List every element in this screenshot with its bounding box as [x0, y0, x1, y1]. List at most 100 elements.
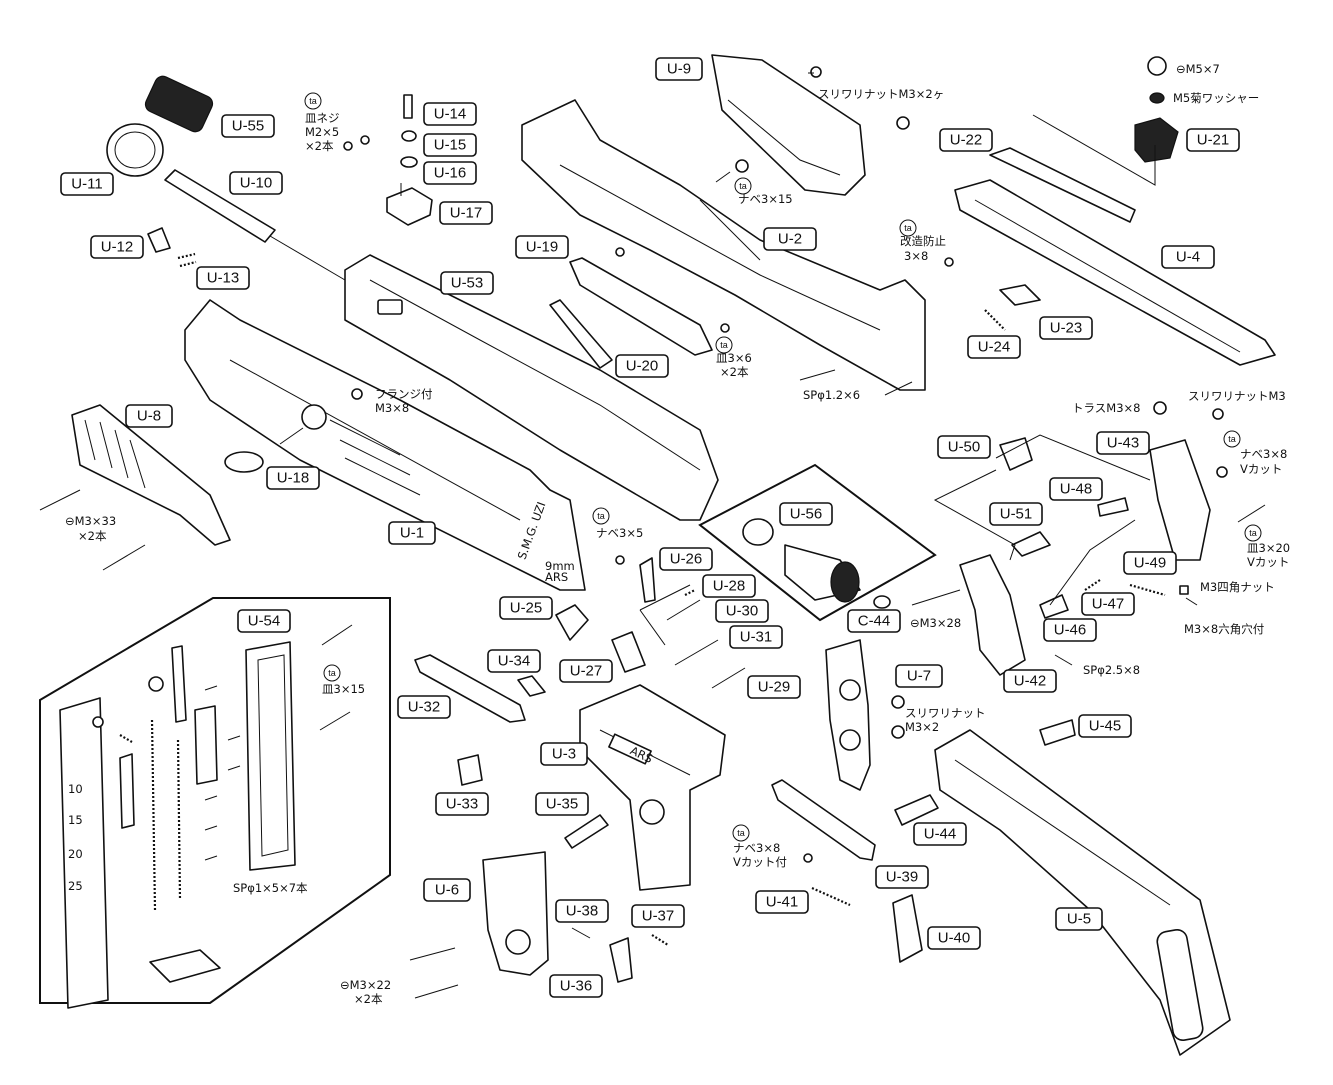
note-sp-1-2x6: SPφ1.2×6: [803, 388, 860, 402]
trigger-group-drawing: [555, 555, 746, 689]
label-u-1: U-1: [388, 521, 436, 545]
label-u-11: U-11: [60, 172, 114, 196]
label-u-8: U-8: [125, 404, 173, 428]
note-hex-m3x8: M3×8六角穴付: [1184, 622, 1264, 636]
ta-marks: ta ta ta ta ta ta ta ta ta: [304, 92, 1262, 842]
svg-text:U-51: U-51: [1000, 506, 1033, 523]
label-u-12: U-12: [90, 235, 144, 259]
note-tamper-3x8-2: 3×8: [904, 249, 928, 263]
label-u-28: U-28: [702, 574, 756, 598]
label-u-20: U-20: [615, 354, 669, 378]
label-u-6: U-6: [423, 878, 471, 902]
svg-text:U-39: U-39: [886, 869, 919, 886]
note-screw-m3x33-2: ×2本: [78, 529, 107, 543]
svg-text:U-11: U-11: [71, 176, 102, 193]
leader-lines: [279, 72, 1156, 646]
label-u-25: U-25: [499, 596, 553, 620]
magazine-mark-10: 10: [68, 782, 83, 796]
svg-text:U-54: U-54: [248, 613, 281, 630]
label-u-39: U-39: [875, 865, 929, 889]
label-u-54: U-54: [237, 609, 291, 633]
note-flange-m3x8-1: フランジ付: [375, 387, 433, 401]
stock-mechanism-drawing: [911, 401, 1266, 676]
note-pan-m3x15: ナベ3×15: [738, 192, 793, 206]
svg-text:ta: ta: [1249, 528, 1257, 538]
svg-text:U-31: U-31: [740, 629, 773, 646]
svg-text:C-44: C-44: [858, 613, 891, 630]
barrel-tip-drawing: [144, 75, 214, 133]
svg-text:U-53: U-53: [451, 275, 484, 292]
magazine-inset: [39, 597, 391, 1009]
label-u-14: U-14: [423, 102, 477, 126]
svg-text:U-42: U-42: [1014, 673, 1047, 690]
svg-text:ta: ta: [720, 340, 728, 350]
note-square-nut-m3: M3四角ナット: [1200, 580, 1275, 594]
svg-text:U-24: U-24: [978, 339, 1011, 356]
svg-text:U-30: U-30: [726, 603, 759, 620]
ta-mark-screw-m2: ta: [304, 92, 322, 110]
note-sp-1x5x7: SPφ1×5×7本: [233, 881, 308, 895]
part-stamps: S.M.G. UZI 9mm ARS ARS 10 15 20 25: [68, 500, 655, 893]
svg-text:U-21: U-21: [1197, 132, 1230, 149]
label-u-22: U-22: [939, 128, 993, 152]
note-screw-m3x28: ⊖M3×28: [910, 616, 961, 630]
label-u-15: U-15: [423, 133, 477, 157]
label-u-48: U-48: [1049, 477, 1103, 501]
label-u-10: U-10: [229, 171, 283, 195]
top-pin-assembly-drawing: [343, 94, 433, 226]
label-u-38: U-38: [555, 899, 609, 923]
svg-text:U-40: U-40: [938, 930, 971, 947]
bolt-drawing: [344, 254, 719, 521]
roll-pins-drawing: [799, 257, 954, 396]
grip-safety-drawing: [571, 927, 669, 983]
svg-text:ta: ta: [904, 223, 912, 233]
sear-bar-drawing: [549, 247, 730, 369]
ta-mark-pan-3x5: ta: [592, 507, 610, 525]
svg-text:U-20: U-20: [626, 358, 659, 375]
label-u-18: U-18: [266, 466, 320, 490]
label-u-43: U-43: [1096, 431, 1150, 455]
note-flat-3x6-2: ×2本: [720, 365, 749, 379]
ta-mark-pan-m3x15: ta: [734, 177, 752, 195]
svg-text:U-14: U-14: [434, 106, 467, 123]
handguard-drawing: [39, 404, 231, 571]
cocking-knob-drawing: [1134, 56, 1179, 163]
note-nut-m3x2-grip-2: M3×2: [905, 720, 939, 734]
svg-text:ta: ta: [328, 668, 336, 678]
note-flat-3x6-1: 皿3×6: [716, 351, 752, 365]
note-flange-m3x8-2: M3×8: [375, 401, 409, 415]
svg-text:U-35: U-35: [546, 796, 579, 813]
note-flat-3x15: 皿3×15: [322, 682, 365, 696]
svg-text:U-7: U-7: [907, 668, 931, 685]
svg-text:U-13: U-13: [207, 270, 240, 287]
svg-text:U-41: U-41: [766, 894, 799, 911]
ta-mark-flat-3x15: ta: [323, 664, 341, 682]
svg-text:U-33: U-33: [446, 796, 479, 813]
label-u-47: U-47: [1081, 592, 1135, 616]
svg-text:U-12: U-12: [101, 239, 134, 256]
svg-text:U-9: U-9: [667, 61, 691, 78]
label-u-4: U-4: [1161, 245, 1215, 269]
clip-drawing: [147, 227, 197, 268]
label-u-5: U-5: [1055, 907, 1103, 931]
label-u-30: U-30: [715, 599, 769, 623]
note-flat-3x20-1: 皿3×20: [1247, 541, 1290, 555]
svg-text:U-27: U-27: [570, 663, 603, 680]
label-u-32: U-32: [397, 695, 451, 719]
note-pan-3x8-v-1: ナベ3×8: [1240, 447, 1287, 461]
svg-text:U-19: U-19: [526, 239, 559, 256]
svg-text:U-17: U-17: [450, 205, 483, 222]
grip-panel-drawing: [409, 851, 549, 999]
svg-text:U-5: U-5: [1067, 911, 1091, 928]
svg-text:U-32: U-32: [408, 699, 441, 716]
ta-mark-flat-3x6: ta: [715, 336, 733, 354]
ta-mark-pan-3x8-v: ta: [1223, 430, 1241, 448]
label-u-37: U-37: [631, 904, 685, 928]
svg-text:U-26: U-26: [670, 551, 703, 568]
label-u-35: U-35: [535, 792, 589, 816]
note-pan-3x8-vcut-1: ナベ3×8: [733, 841, 780, 855]
part-labels: U-9 U-14 U-55 U-15 U-22 U-21 U-16 U-11 U…: [60, 57, 1240, 998]
svg-text:U-28: U-28: [713, 578, 746, 595]
side-cover-drawing: [711, 54, 910, 196]
